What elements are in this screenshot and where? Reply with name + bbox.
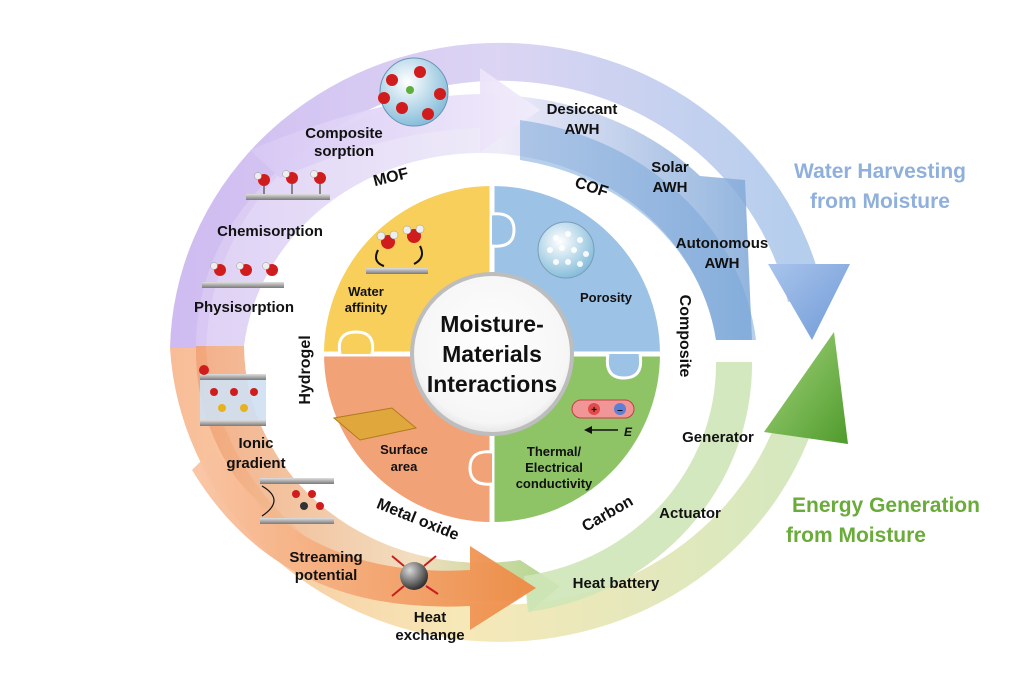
- center-title-line1: Moisture-: [440, 311, 544, 337]
- metal-oxide-property-line2: area: [391, 459, 419, 474]
- streaming-potential-line1: Streaming: [289, 549, 362, 566]
- desiccant-awh-line2: AWH: [565, 121, 600, 138]
- water-harvesting-title-line1: Water Harvesting: [794, 160, 966, 183]
- physisorption-plate-icon: [202, 282, 284, 288]
- center-title-line2: Materials: [442, 341, 542, 367]
- mof-plate-icon: [366, 268, 428, 274]
- ionic-gradient-line1: Ionic: [238, 435, 273, 452]
- ionic-gradient-line2: gradient: [226, 455, 285, 472]
- minus-sign: –: [617, 405, 623, 416]
- knob-bottom: [468, 450, 493, 486]
- mof-property-line1: Water: [348, 284, 384, 299]
- center-title-line3: Interactions: [427, 371, 557, 397]
- water-harvesting-title-line2: from Moisture: [810, 190, 950, 213]
- carbon-property-line2: Electrical: [525, 460, 583, 475]
- knob-right: [605, 353, 643, 380]
- actuator-label: Actuator: [659, 505, 721, 522]
- heat-exchange-ball-icon: [400, 562, 428, 590]
- knob-left: [337, 330, 375, 355]
- bottom-flow-arrow: [192, 448, 536, 630]
- hydrogel-label: Hydrogel: [297, 335, 314, 404]
- energy-generation-title-line1: Energy Generation: [792, 494, 980, 517]
- heat-exchange-arrows-icon: [391, 555, 439, 597]
- physisorption-label: Physisorption: [194, 299, 294, 316]
- carbon-property-line3: conductivity: [516, 476, 593, 491]
- top-flow-arrow: [250, 68, 540, 178]
- negative-charge-icon: [614, 403, 626, 415]
- porous-sphere-icon: [537, 221, 595, 279]
- chemisorption-plate-icon: [246, 194, 330, 200]
- metal-oxide-property-line1: Surface: [380, 442, 428, 457]
- mof-property-line2: affinity: [345, 300, 388, 315]
- cof-property: Porosity: [580, 290, 633, 305]
- inner-ring: [192, 68, 756, 630]
- water-harvesting-items: Composite sorption Chemisorption Physiso…: [194, 57, 966, 316]
- center-circle: Moisture- Materials Interactions: [410, 272, 574, 436]
- composite-sphere-molecules: [378, 66, 446, 120]
- knob-top: [491, 212, 516, 248]
- inner-ring-green: [524, 362, 753, 612]
- streaming-potential-line2: potential: [295, 567, 358, 584]
- autonomous-awh-line1: Autonomous: [676, 235, 768, 252]
- composite-sorption-line1: Composite: [305, 125, 383, 142]
- cof-content: COF Porosity: [537, 174, 633, 305]
- autonomous-awh-line2: AWH: [705, 255, 740, 272]
- solar-awh-line2: AWH: [653, 179, 688, 196]
- streaming-potential-icon: [260, 478, 334, 524]
- field-arrowhead: [584, 426, 592, 434]
- solar-awh-line1: Solar: [651, 159, 689, 176]
- desiccant-awh-line1: Desiccant: [547, 101, 618, 118]
- water-harvesting-arrowhead: [768, 264, 850, 340]
- sphere-pores: [547, 231, 589, 267]
- water-molecule-icon: [375, 224, 425, 267]
- plus-sign: +: [591, 405, 597, 416]
- composite-sorption-line2: sorption: [314, 143, 374, 160]
- energy-generation-title-line2: from Moisture: [786, 524, 926, 547]
- outer-ring-top: [170, 42, 824, 349]
- generator-label: Generator: [682, 429, 754, 446]
- ionic-gradient-icon: [199, 365, 266, 426]
- energy-generation-arrowhead: [764, 332, 848, 444]
- center-disc: [410, 272, 574, 436]
- chemisorption-label: Chemisorption: [217, 223, 323, 240]
- field-label: E: [624, 425, 633, 439]
- carbon-label: Carbon: [579, 493, 636, 536]
- physisorption-molecules-icon: [210, 262, 278, 276]
- heat-battery-label: Heat battery: [573, 575, 660, 592]
- awh-band: [520, 120, 756, 340]
- nanosheet-icon: [332, 407, 418, 441]
- energy-generation-items: Ionic gradient Streaming potential Heat …: [199, 365, 980, 644]
- heat-exchange-line2: exchange: [395, 627, 464, 644]
- positive-charge-icon: [588, 403, 600, 415]
- chemisorption-molecules-icon: [254, 170, 326, 194]
- composite-label: Composite: [676, 295, 693, 378]
- heat-exchange-line1: Heat: [414, 609, 447, 626]
- carbon-property-line1: Thermal/: [527, 444, 582, 459]
